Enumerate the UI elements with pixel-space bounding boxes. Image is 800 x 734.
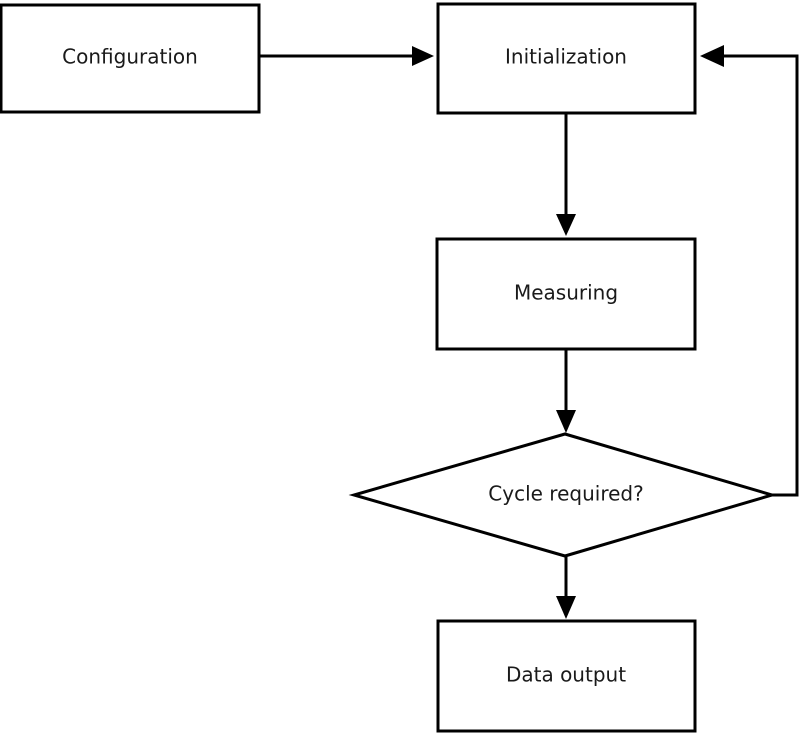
node-shape-rectangle[interactable] <box>0 3 261 114</box>
arrow-head-icon <box>412 46 434 66</box>
node-data-output[interactable]: Data output <box>436 619 697 733</box>
node-layer: Configuration Initialization Measuring C… <box>0 2 778 733</box>
node-shape-diamond[interactable] <box>348 432 778 558</box>
arrow-head-icon <box>556 410 576 433</box>
edge-line <box>724 54 799 497</box>
node-label: Initialization <box>505 45 627 69</box>
node-label: Cycle required? <box>488 482 643 506</box>
edge-initialization-to-measuring <box>556 113 576 236</box>
node-label: Configuration <box>62 45 198 69</box>
arrow-head-icon <box>556 596 576 619</box>
edge-configuration-to-initialization <box>259 46 434 66</box>
edge-layer <box>259 45 799 619</box>
node-shape-rectangle[interactable] <box>436 2 697 115</box>
edge-measuring-to-cycle-required <box>556 349 576 433</box>
node-shape-rectangle[interactable] <box>436 619 697 733</box>
node-cycle-required[interactable]: Cycle required? <box>348 432 778 558</box>
node-label: Measuring <box>514 281 618 305</box>
edge-cycle-required-to-data-output <box>556 557 576 619</box>
edge-cycle-required-to-initialization-feedback <box>700 45 799 497</box>
node-shape-rectangle[interactable] <box>435 237 697 351</box>
node-measuring[interactable]: Measuring <box>435 237 697 351</box>
node-label: Data output <box>506 663 626 687</box>
arrow-head-icon <box>700 45 724 67</box>
arrow-head-icon <box>556 214 576 236</box>
node-configuration[interactable]: Configuration <box>0 3 261 114</box>
node-initialization[interactable]: Initialization <box>436 2 697 115</box>
